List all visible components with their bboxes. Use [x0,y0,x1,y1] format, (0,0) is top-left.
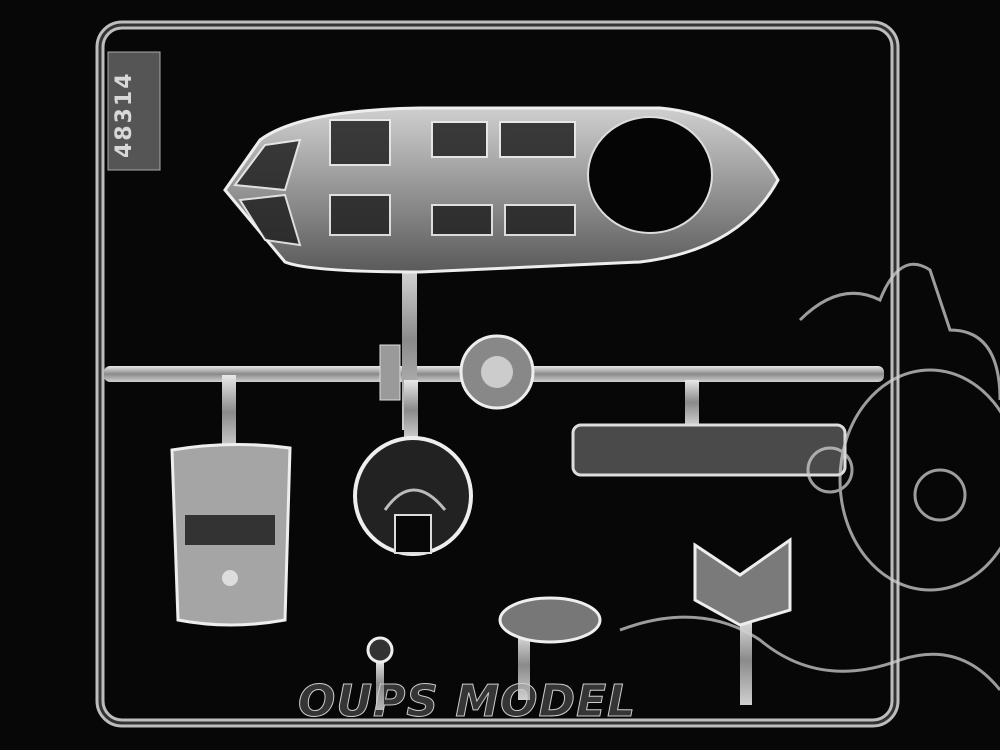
gunsight-part [693,537,792,627]
tube-part [571,423,847,477]
watermark-mascot [619,262,1000,691]
part-tag [107,51,161,171]
part-number-label: 48314 [112,71,137,159]
lens-part [498,596,602,644]
watermark-text: OUPS MODEL [297,676,637,728]
pin-part [366,636,394,664]
